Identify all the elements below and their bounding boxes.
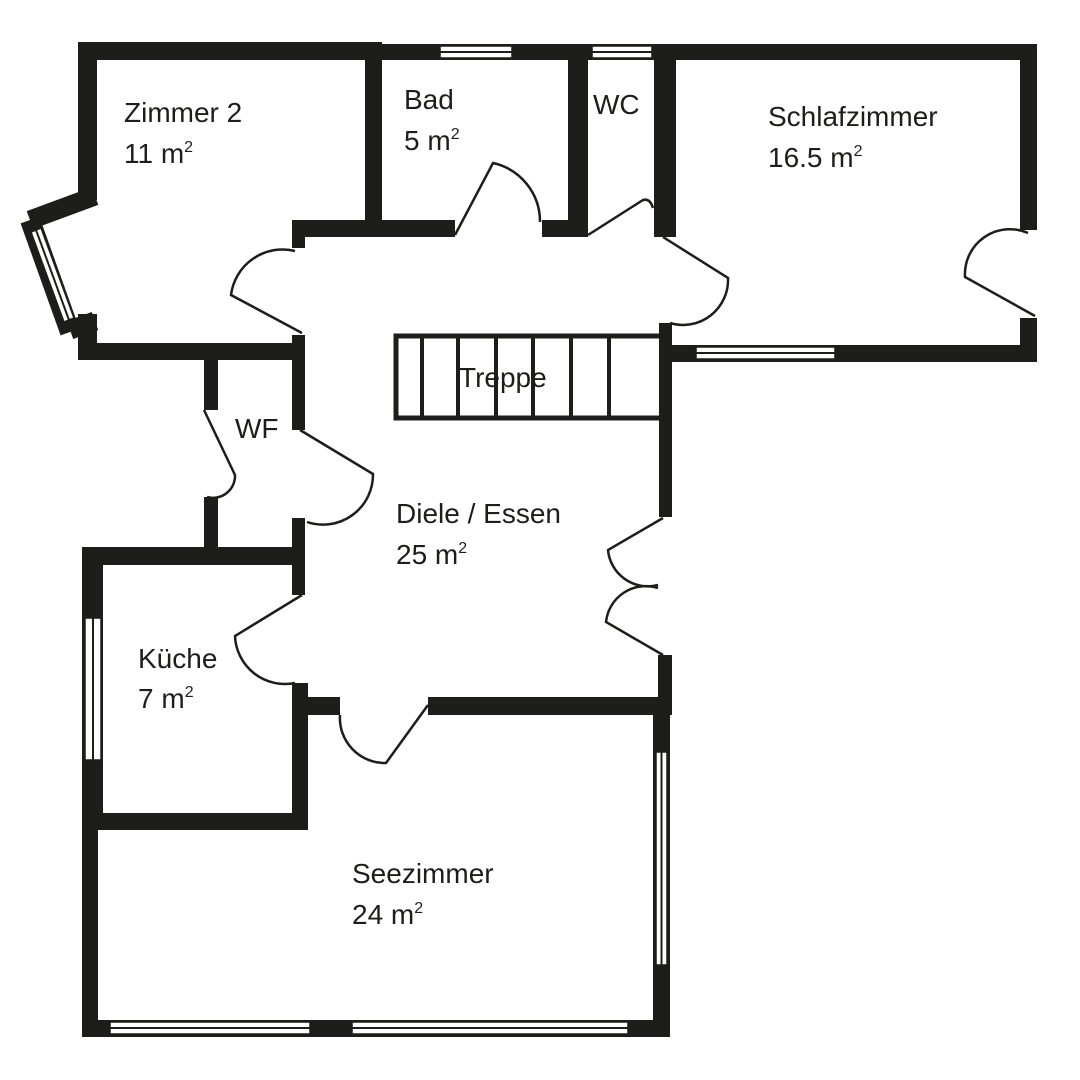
room-area-schlafzimmer: 16.5 m2 xyxy=(768,142,863,173)
window-wc xyxy=(591,45,653,59)
window-seezimmer-right xyxy=(655,751,668,966)
door-seezimmer xyxy=(338,704,430,765)
room-name-kueche: Küche xyxy=(138,643,217,674)
walls xyxy=(20,42,1037,1037)
door-wf-outer xyxy=(202,409,237,500)
door-double-right xyxy=(604,516,664,657)
window-schlafzimmer xyxy=(695,346,836,360)
room-area-seezimmer: 24 m2 xyxy=(352,899,423,930)
room-area-zimmer2: 11 m2 xyxy=(124,138,193,169)
window-seezimmer-bottom-2 xyxy=(351,1021,629,1035)
room-name-zimmer2: Zimmer 2 xyxy=(124,97,242,128)
staircase xyxy=(393,333,665,421)
door-bad xyxy=(453,161,542,236)
window-seezimmer-bottom-1 xyxy=(109,1021,311,1035)
labels: Zimmer 2 11 m2 Bad 5 m2 WC Schlafzimmer … xyxy=(124,84,938,930)
door-schlafzimmer xyxy=(963,228,1036,318)
window-bad xyxy=(439,45,513,59)
room-area-diele: 25 m2 xyxy=(396,539,467,570)
room-area-bad: 5 m2 xyxy=(404,125,460,156)
room-name-diele: Diele / Essen xyxy=(396,498,561,529)
room-name-treppe: Treppe xyxy=(459,362,547,393)
room-name-wc: WC xyxy=(593,89,640,120)
door-wc xyxy=(587,198,655,237)
window-zimmer2 xyxy=(30,227,75,323)
room-name-wf: WF xyxy=(235,413,279,444)
door-wf xyxy=(299,428,375,526)
windows xyxy=(30,45,836,1035)
room-name-bad: Bad xyxy=(404,84,454,115)
door-zimmer2 xyxy=(229,248,303,335)
doors xyxy=(202,161,1036,765)
room-area-kueche: 7 m2 xyxy=(138,683,194,714)
room-name-schlafzimmer: Schlafzimmer xyxy=(768,101,938,132)
room-name-seezimmer: Seezimmer xyxy=(352,858,494,889)
door-kueche xyxy=(233,593,303,686)
window-kueche xyxy=(84,617,102,761)
door-hall-schlafzimmer xyxy=(662,235,730,327)
